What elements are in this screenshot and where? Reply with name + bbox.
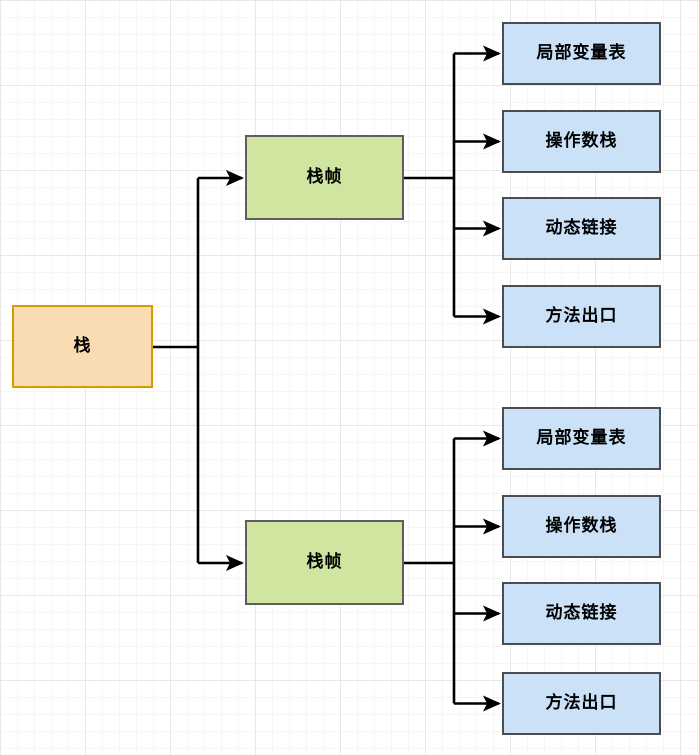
node-field-top-operand-stack[interactable]: 操作数栈 (502, 110, 661, 173)
node-stack-root[interactable]: 栈 (12, 305, 153, 388)
node-field-bottom-local-variable-table[interactable]: 局部变量表 (502, 407, 661, 470)
node-field-bottom-operand-stack[interactable]: 操作数栈 (502, 495, 661, 558)
node-field-bottom-dynamic-linking[interactable]: 动态链接 (502, 582, 661, 645)
node-stack-frame-top[interactable]: 栈帧 (245, 135, 404, 220)
node-field-top-dynamic-linking[interactable]: 动态链接 (502, 197, 661, 260)
node-field-top-method-return-address[interactable]: 方法出口 (502, 285, 661, 348)
node-field-bottom-method-return-address[interactable]: 方法出口 (502, 672, 661, 735)
node-field-top-local-variable-table[interactable]: 局部变量表 (502, 22, 661, 85)
node-stack-frame-bottom[interactable]: 栈帧 (245, 520, 404, 605)
